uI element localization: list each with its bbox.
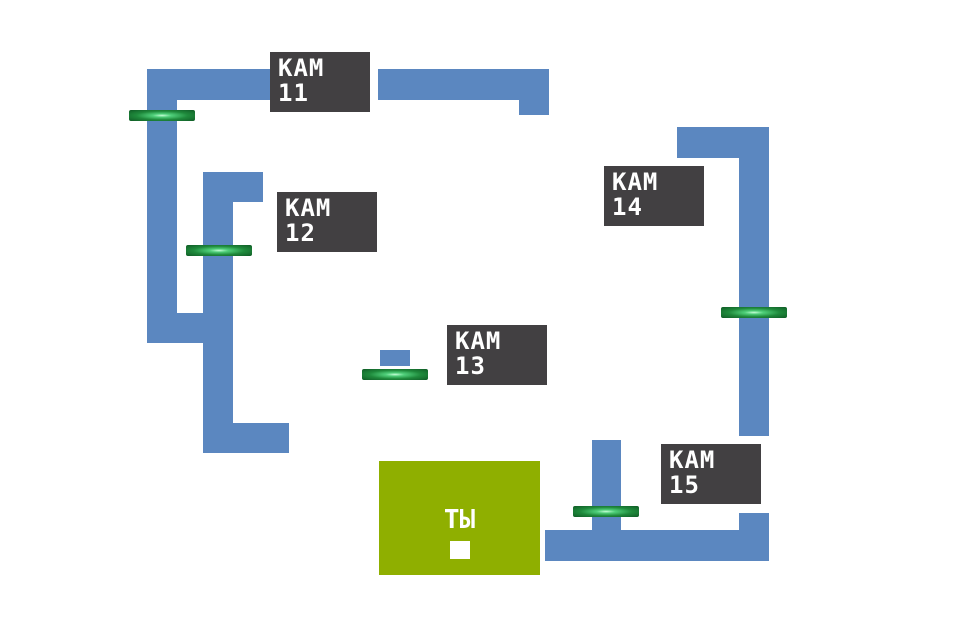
camera-label: КАМ bbox=[455, 327, 502, 355]
corridor bbox=[203, 423, 289, 453]
player-marker-icon bbox=[449, 541, 470, 559]
camera-label: КАМ bbox=[669, 446, 716, 474]
door[interactable] bbox=[721, 307, 787, 318]
corridor bbox=[147, 313, 207, 343]
player-label: ТЫ bbox=[443, 505, 476, 535]
camera-number: 14 bbox=[612, 193, 643, 221]
camera-number: 13 bbox=[455, 352, 486, 380]
camera-label: КАМ bbox=[612, 168, 659, 196]
camera-number: 11 bbox=[278, 79, 309, 107]
corridor bbox=[203, 172, 233, 453]
corridor bbox=[545, 530, 769, 561]
player-office: ТЫ bbox=[379, 461, 540, 575]
corridor bbox=[380, 350, 410, 366]
corridor bbox=[519, 69, 549, 115]
camera-label: КАМ bbox=[285, 194, 332, 222]
camera-label: КАМ bbox=[278, 54, 325, 82]
door[interactable] bbox=[362, 369, 428, 380]
door[interactable] bbox=[186, 245, 252, 256]
corridor bbox=[739, 513, 769, 561]
corridor bbox=[739, 127, 769, 436]
corridor bbox=[592, 440, 621, 532]
camera-number: 15 bbox=[669, 471, 700, 499]
camera-number: 12 bbox=[285, 219, 316, 247]
door[interactable] bbox=[573, 506, 639, 517]
door[interactable] bbox=[129, 110, 195, 121]
